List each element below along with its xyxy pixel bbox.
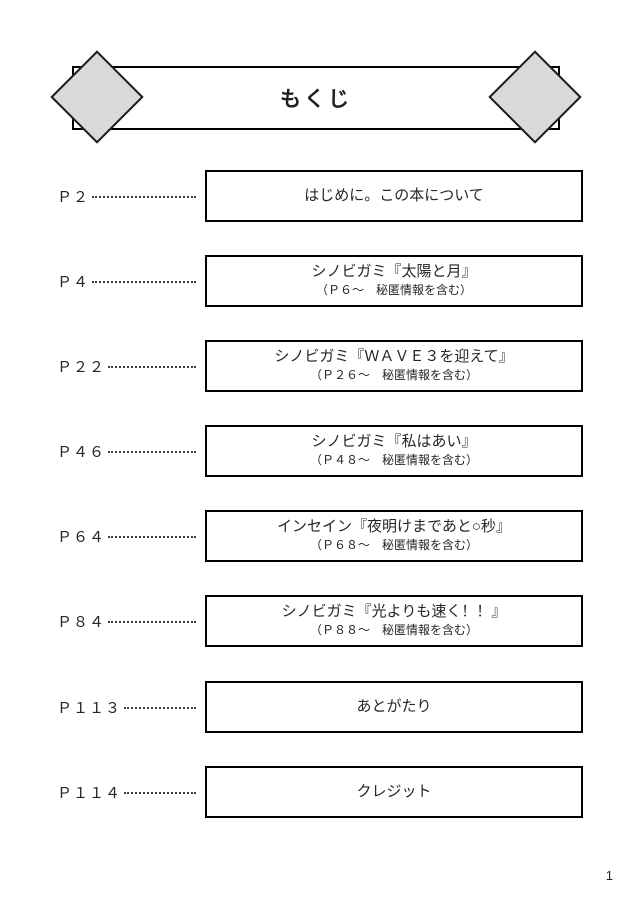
toc-entry-subtitle: （Ｐ６～ 秘匿情報を含む） — [315, 283, 472, 298]
toc-page-number: Ｐ４６ — [57, 443, 106, 461]
toc-page-lead: Ｐ１１４ — [57, 766, 196, 818]
dot-leader — [108, 451, 196, 453]
toc-page-lead: Ｐ２２ — [57, 340, 196, 392]
dot-leader — [92, 196, 196, 198]
dot-leader — [124, 707, 196, 709]
toc-entry-title: シノビガミ『私はあい』 — [311, 433, 477, 451]
toc-entry-title: インセイン『夜明けまであと○秒』 — [277, 518, 511, 536]
toc-entry-box: インセイン『夜明けまであと○秒』 （Ｐ６８～ 秘匿情報を含む） — [205, 510, 583, 562]
toc-row: Ｐ８４ シノビガミ『光よりも速く！！』 （Ｐ８８～ 秘匿情報を含む） — [0, 595, 640, 647]
toc-page-lead: Ｐ８４ — [57, 595, 196, 647]
toc-entry-subtitle: （Ｐ４８～ 秘匿情報を含む） — [309, 453, 478, 468]
toc-entry-subtitle: （Ｐ６８～ 秘匿情報を含む） — [309, 538, 478, 553]
toc-entry-title: シノビガミ『ＷＡＶＥ３を迎えて』 — [274, 348, 514, 366]
toc-page-lead: Ｐ１１３ — [57, 681, 196, 733]
toc-row: Ｐ２ はじめに。この本について — [0, 170, 640, 222]
toc-page-number: Ｐ８４ — [57, 613, 106, 631]
toc-entry-box: あとがたり — [205, 681, 583, 733]
page-title: もくじ — [280, 88, 352, 111]
toc-header-banner: もくじ — [72, 66, 560, 130]
toc-entry-box: はじめに。この本について — [205, 170, 583, 222]
toc-page-number: Ｐ１１３ — [57, 699, 122, 717]
toc-row: Ｐ４６ シノビガミ『私はあい』 （Ｐ４８～ 秘匿情報を含む） — [0, 425, 640, 477]
dot-leader — [108, 366, 196, 368]
toc-entry-title: はじめに。この本について — [304, 186, 484, 204]
toc-page-lead: Ｐ２ — [57, 170, 196, 222]
toc-row: Ｐ１１３ あとがたり — [0, 681, 640, 733]
toc-page-lead: Ｐ４ — [57, 255, 196, 307]
toc-entry-subtitle: （Ｐ２６～ 秘匿情報を含む） — [309, 368, 478, 383]
toc-entry-title: シノビガミ『光よりも速く！！』 — [281, 603, 507, 621]
toc-entry-title: クレジット — [356, 782, 432, 800]
toc-entry-subtitle: （Ｐ８８～ 秘匿情報を含む） — [309, 623, 478, 638]
toc-page-number: Ｐ４ — [57, 273, 90, 291]
toc-page-lead: Ｐ６４ — [57, 510, 196, 562]
toc-page-number: Ｐ６４ — [57, 528, 106, 546]
toc-row: Ｐ６４ インセイン『夜明けまであと○秒』 （Ｐ６８～ 秘匿情報を含む） — [0, 510, 640, 562]
toc-page-lead: Ｐ４６ — [57, 425, 196, 477]
toc-entry-box: シノビガミ『ＷＡＶＥ３を迎えて』 （Ｐ２６～ 秘匿情報を含む） — [205, 340, 583, 392]
dot-leader — [92, 281, 196, 283]
toc-entry-box: クレジット — [205, 766, 583, 818]
toc-page-number: Ｐ１１４ — [57, 784, 122, 802]
folio-page-number: 1 — [605, 868, 613, 883]
toc-entry-title: シノビガミ『太陽と月』 — [311, 263, 477, 281]
dot-leader — [124, 792, 196, 794]
toc-row: Ｐ１１４ クレジット — [0, 766, 640, 818]
dot-leader — [108, 621, 196, 623]
toc-entry-box: シノビガミ『太陽と月』 （Ｐ６～ 秘匿情報を含む） — [205, 255, 583, 307]
toc-row: Ｐ４ シノビガミ『太陽と月』 （Ｐ６～ 秘匿情報を含む） — [0, 255, 640, 307]
toc-entry-box: シノビガミ『私はあい』 （Ｐ４８～ 秘匿情報を含む） — [205, 425, 583, 477]
toc-entry-box: シノビガミ『光よりも速く！！』 （Ｐ８８～ 秘匿情報を含む） — [205, 595, 583, 647]
toc-row: Ｐ２２ シノビガミ『ＷＡＶＥ３を迎えて』 （Ｐ２６～ 秘匿情報を含む） — [0, 340, 640, 392]
dot-leader — [108, 536, 196, 538]
toc-entry-title: あとがたり — [356, 697, 432, 715]
toc-page-number: Ｐ２ — [57, 188, 90, 206]
toc-page-number: Ｐ２２ — [57, 358, 106, 376]
